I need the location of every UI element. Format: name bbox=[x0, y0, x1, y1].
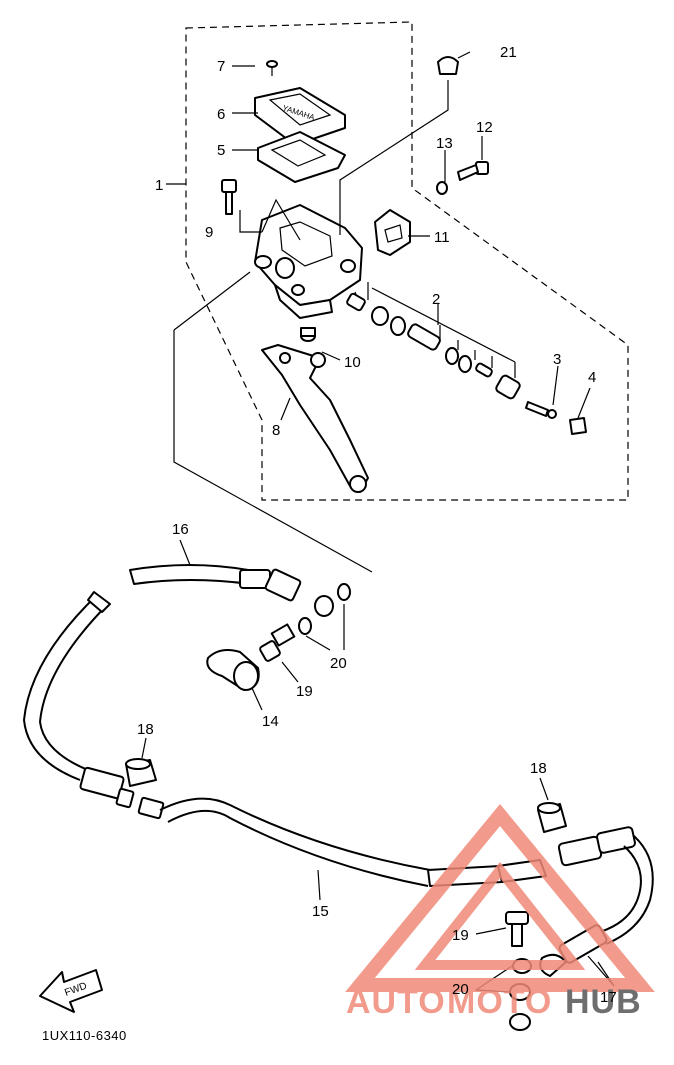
washer bbox=[436, 181, 448, 195]
leader-lines-mid bbox=[141, 539, 345, 759]
brake-hose-lower bbox=[22, 591, 503, 887]
watermark-triangle bbox=[345, 803, 655, 992]
watermark-text-2: MOTO bbox=[447, 983, 552, 1021]
leader-lines-top bbox=[166, 51, 591, 573]
union-bolt-upper bbox=[259, 623, 296, 662]
union-bolt-lower bbox=[505, 911, 529, 947]
callout-18-left: 18 bbox=[137, 721, 154, 738]
callout-1: 1 bbox=[155, 177, 163, 194]
callout-12: 12 bbox=[476, 119, 493, 136]
watermark-text-3: HUB bbox=[565, 983, 642, 1021]
callout-11: 11 bbox=[434, 229, 450, 246]
callout-21: 21 bbox=[500, 44, 517, 61]
callout-14: 14 bbox=[262, 713, 279, 730]
dust-boot bbox=[569, 417, 587, 435]
callout-7: 7 bbox=[217, 58, 225, 75]
master-cylinder-body bbox=[254, 204, 363, 319]
callout-16: 16 bbox=[172, 521, 189, 538]
cover-screw bbox=[266, 60, 278, 76]
callout-9: 9 bbox=[205, 224, 213, 241]
callout-13: 13 bbox=[436, 135, 453, 152]
reservoir-cover: YAMAHA bbox=[254, 87, 346, 146]
diaphragm-plate bbox=[257, 131, 346, 183]
watermark: AUTO MOTO HUB bbox=[345, 803, 655, 1021]
callout-8: 8 bbox=[272, 422, 280, 439]
callout-5: 5 bbox=[217, 142, 225, 159]
callout-10: 10 bbox=[344, 354, 361, 371]
callout-3: 3 bbox=[553, 351, 561, 368]
grommet-right bbox=[537, 802, 567, 833]
callout-20-upper: 20 bbox=[330, 655, 347, 672]
piston-kit bbox=[346, 282, 521, 400]
brake-lever bbox=[261, 344, 369, 493]
callout-17: 17 bbox=[600, 989, 617, 1006]
washer-lower-3 bbox=[509, 1013, 531, 1031]
callout-19-lower: 19 bbox=[452, 927, 469, 944]
callout-4: 4 bbox=[588, 369, 596, 386]
callout-6: 6 bbox=[217, 106, 225, 123]
fwd-arrow: FWD bbox=[39, 969, 103, 1013]
brake-hose-upper bbox=[129, 564, 351, 635]
assembly-boundary bbox=[185, 21, 629, 501]
switch-screw bbox=[457, 161, 489, 181]
mounting-bolt bbox=[221, 179, 237, 215]
callout-18-right: 18 bbox=[530, 760, 547, 777]
callout-19-upper: 19 bbox=[296, 683, 313, 700]
brake-switch bbox=[374, 209, 411, 256]
watermark-text-1: AUTO bbox=[346, 983, 446, 1021]
callout-15: 15 bbox=[312, 903, 329, 920]
callout-2: 2 bbox=[432, 291, 440, 308]
hose-cover bbox=[206, 649, 260, 691]
callout-20-lower: 20 bbox=[452, 981, 469, 998]
push-rod bbox=[525, 401, 557, 419]
lever-bushing bbox=[300, 327, 316, 342]
grommet-left bbox=[125, 758, 157, 787]
diagram-code: 1UX110-6340 bbox=[42, 1028, 127, 1043]
rubber-cap bbox=[437, 56, 459, 75]
